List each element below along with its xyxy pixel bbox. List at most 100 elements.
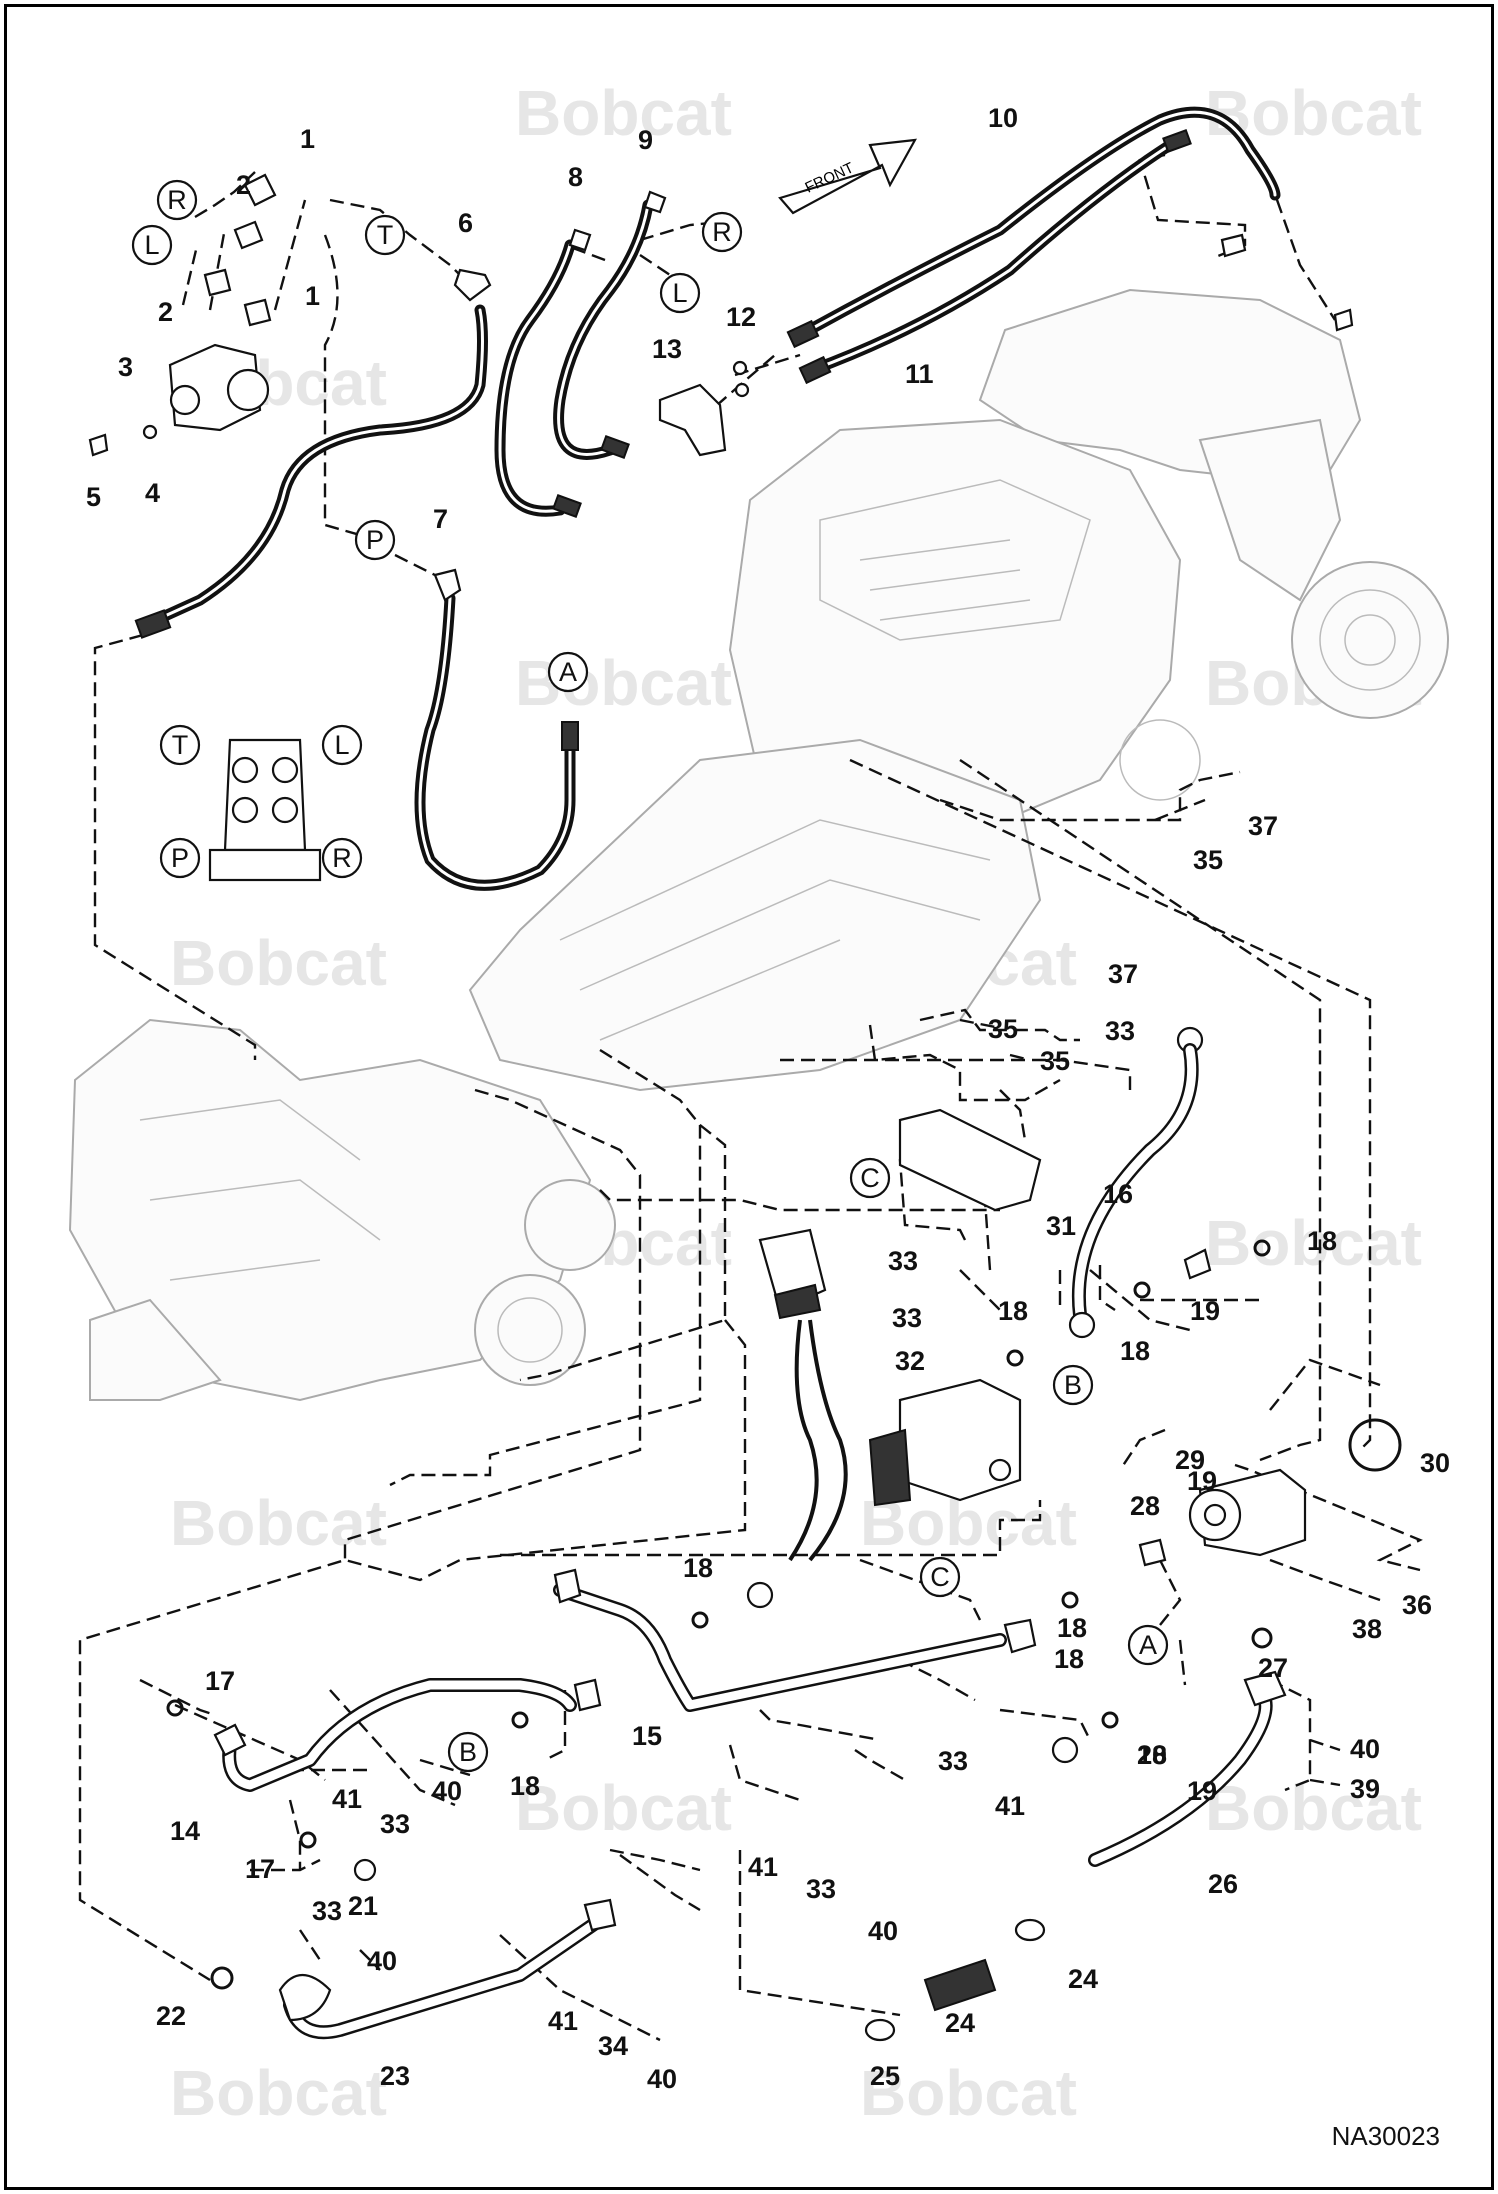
callout-number: 33 [892, 1303, 922, 1333]
callout-number: 35 [988, 1014, 1018, 1044]
port-label-p: P [366, 525, 384, 555]
callout-number: 4 [145, 478, 160, 508]
mid-assembly [758, 1026, 1402, 1567]
port-label-t: T [377, 220, 394, 250]
callout-number: 33 [380, 1809, 410, 1839]
callout-number: 19 [1187, 1776, 1217, 1806]
callout-number: 19 [1190, 1296, 1220, 1326]
callout-number: 41 [332, 1784, 362, 1814]
callout-number: 1 [300, 124, 315, 154]
callout-number: 5 [86, 482, 101, 512]
callout-number: 31 [1046, 1211, 1076, 1241]
watermark-text: Bobcat [860, 2057, 1077, 2129]
watermark-text: Bobcat [1205, 1207, 1422, 1279]
callout-number: 2 [236, 170, 251, 200]
callout-number: 41 [748, 1852, 778, 1882]
port-label-l: L [334, 730, 349, 760]
watermark-text: Bobcat [170, 927, 387, 999]
callout-number: 18 [1137, 1740, 1167, 1770]
callout-number: 14 [170, 1816, 200, 1846]
callout-number: 28 [1130, 1491, 1160, 1521]
callout-number: 18 [998, 1296, 1028, 1326]
callout-number: 41 [995, 1791, 1025, 1821]
callout-number: 3 [118, 352, 133, 382]
watermark-text: Bobcat [1205, 1772, 1422, 1844]
port-label-p: P [171, 843, 189, 873]
callout-number: 20 [1137, 1740, 1167, 1770]
callout-number: 40 [432, 1776, 462, 1806]
callout-number: 7 [433, 504, 448, 534]
callout-number: 34 [598, 2031, 628, 2061]
callout-number: 32 [895, 1346, 925, 1376]
callout-number: 40 [367, 1946, 397, 1976]
callout-number: 18 [1307, 1226, 1337, 1256]
callout-number: 40 [1350, 1734, 1380, 1764]
callout-number: 26 [1208, 1869, 1238, 1899]
callout-number: 38 [1352, 1614, 1382, 1644]
callout-number: 35 [1040, 1046, 1070, 1076]
callout-number: 2 [158, 297, 173, 327]
bracket-group [658, 233, 1354, 457]
watermark-text: Bobcat [170, 1487, 387, 1559]
watermark-text: Bobcat [515, 1772, 732, 1844]
callout-number: 18 [510, 1771, 540, 1801]
port-label-b: B [1064, 1370, 1082, 1400]
callout-number: 33 [806, 1874, 836, 1904]
callout-number: 15 [632, 1721, 662, 1751]
callout-number: 40 [647, 2064, 677, 2094]
steering-valve-group [88, 173, 277, 457]
callout-number: 33 [1105, 1016, 1135, 1046]
port-label-c: C [930, 1562, 950, 1592]
callout-number: 37 [1108, 959, 1138, 989]
callout-number: 22 [156, 2001, 186, 2031]
callout-number: 23 [380, 2061, 410, 2091]
port-label-a: A [559, 657, 577, 687]
port-label-r: R [332, 843, 352, 873]
callout-number: 40 [868, 1916, 898, 1946]
front-direction-arrow: FRONT [778, 138, 917, 215]
port-label-r: R [712, 217, 732, 247]
callout-number: 18 [683, 1553, 713, 1583]
callout-number: 24 [1068, 1964, 1098, 1994]
port-label-r: R [167, 185, 187, 215]
leader-lines [78, 153, 1423, 2042]
callout-number: 36 [1402, 1590, 1432, 1620]
callout-number: 18 [1054, 1644, 1084, 1674]
lower-piping [166, 1239, 1287, 2042]
callout-number: 13 [652, 334, 682, 364]
port-label-b: B [459, 1737, 477, 1767]
watermark-text: Bobcat [515, 647, 732, 719]
callout-number: 41 [548, 2006, 578, 2036]
callout-number: 35 [1193, 845, 1223, 875]
port-label-t: T [172, 730, 189, 760]
figure-id: NA30023 [1331, 2121, 1440, 2151]
callout-number: 19 [1187, 1466, 1217, 1496]
callout-number: 9 [638, 125, 653, 155]
callout-number: 18 [1057, 1613, 1087, 1643]
callout-number: 24 [945, 2008, 975, 2038]
callout-number: 12 [726, 302, 756, 332]
callout-number: 18 [1120, 1336, 1150, 1366]
valve-detail [208, 738, 322, 882]
callout-number: 33 [938, 1746, 968, 1776]
callout-number: 6 [458, 208, 473, 238]
callout-number: 29 [1175, 1445, 1205, 1475]
port-label-l: L [672, 278, 687, 308]
callout-number: 1 [305, 281, 320, 311]
callout-number: 17 [245, 1854, 275, 1884]
callout-number: 27 [1258, 1653, 1288, 1683]
callout-number: 25 [870, 2061, 900, 2091]
port-label-a: A [1139, 1630, 1157, 1660]
callout-number: 10 [988, 103, 1018, 133]
watermark-text: Bobcat [170, 2057, 387, 2129]
callout-number: 33 [888, 1246, 918, 1276]
hydraulic-hoses [134, 106, 1281, 891]
watermark-text: Bobcat [515, 77, 732, 149]
machine-assembly [68, 288, 1449, 1402]
port-label-l: L [144, 230, 159, 260]
callout-number: 33 [312, 1896, 342, 1926]
callout-number: 30 [1420, 1448, 1450, 1478]
callout-number: 16 [1103, 1179, 1133, 1209]
